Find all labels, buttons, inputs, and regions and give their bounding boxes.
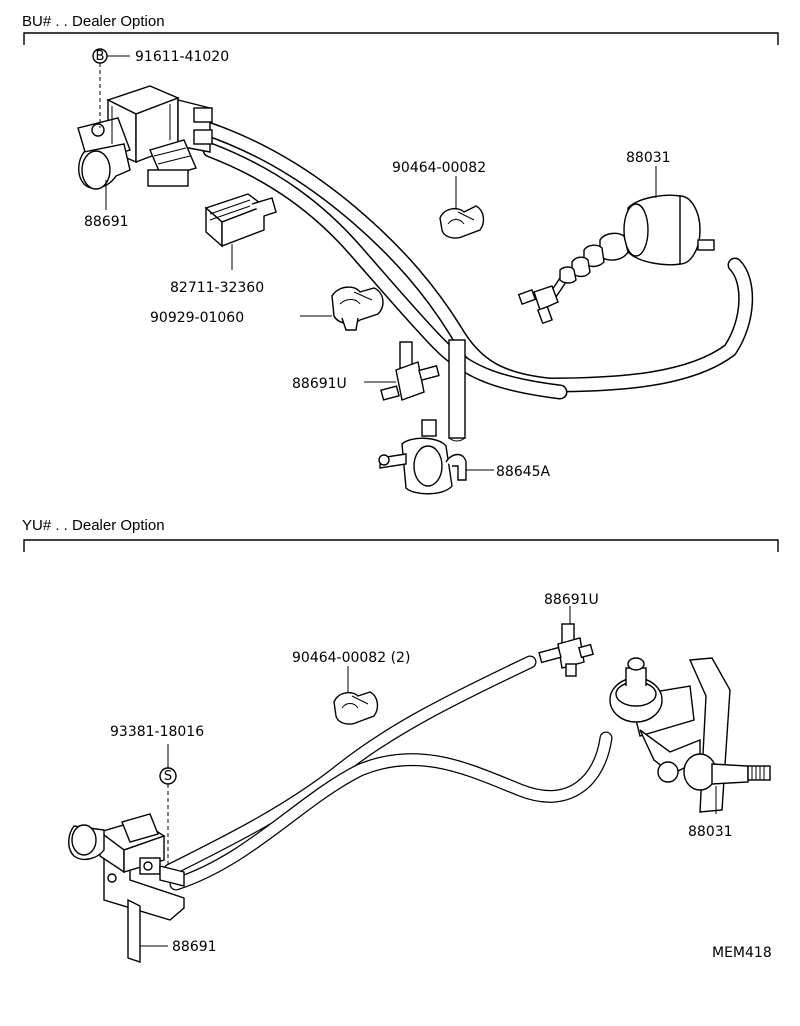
yu-screw-callout: 93381-18016 S: [110, 724, 204, 868]
bu-union-88645a: [378, 419, 494, 495]
bu-hose-drop: [448, 339, 466, 442]
bu-bolt-callout: B 91611-41020: [92, 48, 229, 128]
bu-actuator-88031: [517, 166, 715, 325]
part-label-88031: 88031: [626, 150, 671, 166]
screw-symbol-text: S: [164, 769, 172, 784]
yu-hose-b: [169, 731, 613, 891]
yu-actuator-88031: [609, 657, 771, 814]
part-label-90929-01060: 90929-01060: [150, 310, 244, 326]
part-label-82711-32360: 82711-32360: [170, 280, 264, 296]
bu-clamp-90929: [300, 286, 384, 331]
bu-hose-lower: [202, 142, 568, 400]
part-label-88691u: 88691U: [292, 376, 347, 392]
section-bu-title: BU# . . Dealer Option: [22, 13, 165, 30]
yu-hose-a: [163, 655, 537, 877]
part-label-yu-88691: 88691: [172, 939, 217, 955]
yu-clamp-90464: [333, 666, 379, 725]
yu-vsv-88691: [68, 813, 185, 963]
part-label-88691: 88691: [84, 214, 129, 230]
bolt-symbol-text: B: [96, 49, 105, 64]
part-label-90464-00082: 90464-00082: [392, 160, 486, 176]
part-label-91611-41020: 91611-41020: [135, 49, 229, 65]
part-label-yu-88031: 88031: [688, 824, 733, 840]
bu-tee-88691u: [364, 341, 440, 401]
bu-hose-upper: [197, 120, 754, 393]
part-label-yu-90464-00082: 90464-00082 (2): [292, 650, 410, 666]
diagram-code: MEM418: [712, 945, 772, 961]
section-yu-bracket: [23, 539, 779, 552]
bu-clamp-90464: [439, 176, 485, 239]
bu-connector-82711: [204, 193, 277, 270]
bu-vsv-88691: [77, 85, 213, 190]
section-bu-bracket: [23, 32, 779, 45]
yu-tee-88691u: [538, 606, 594, 677]
part-label-yu-88691u: 88691U: [544, 592, 599, 608]
section-bu: BU# . . Dealer Option: [22, 13, 779, 495]
section-yu: YU# . . Dealer Option 88691U 90464-000: [22, 517, 779, 963]
part-label-93381-18016: 93381-18016: [110, 724, 204, 740]
part-label-88645a: 88645A: [496, 464, 551, 480]
section-yu-title: YU# . . Dealer Option: [22, 517, 165, 534]
